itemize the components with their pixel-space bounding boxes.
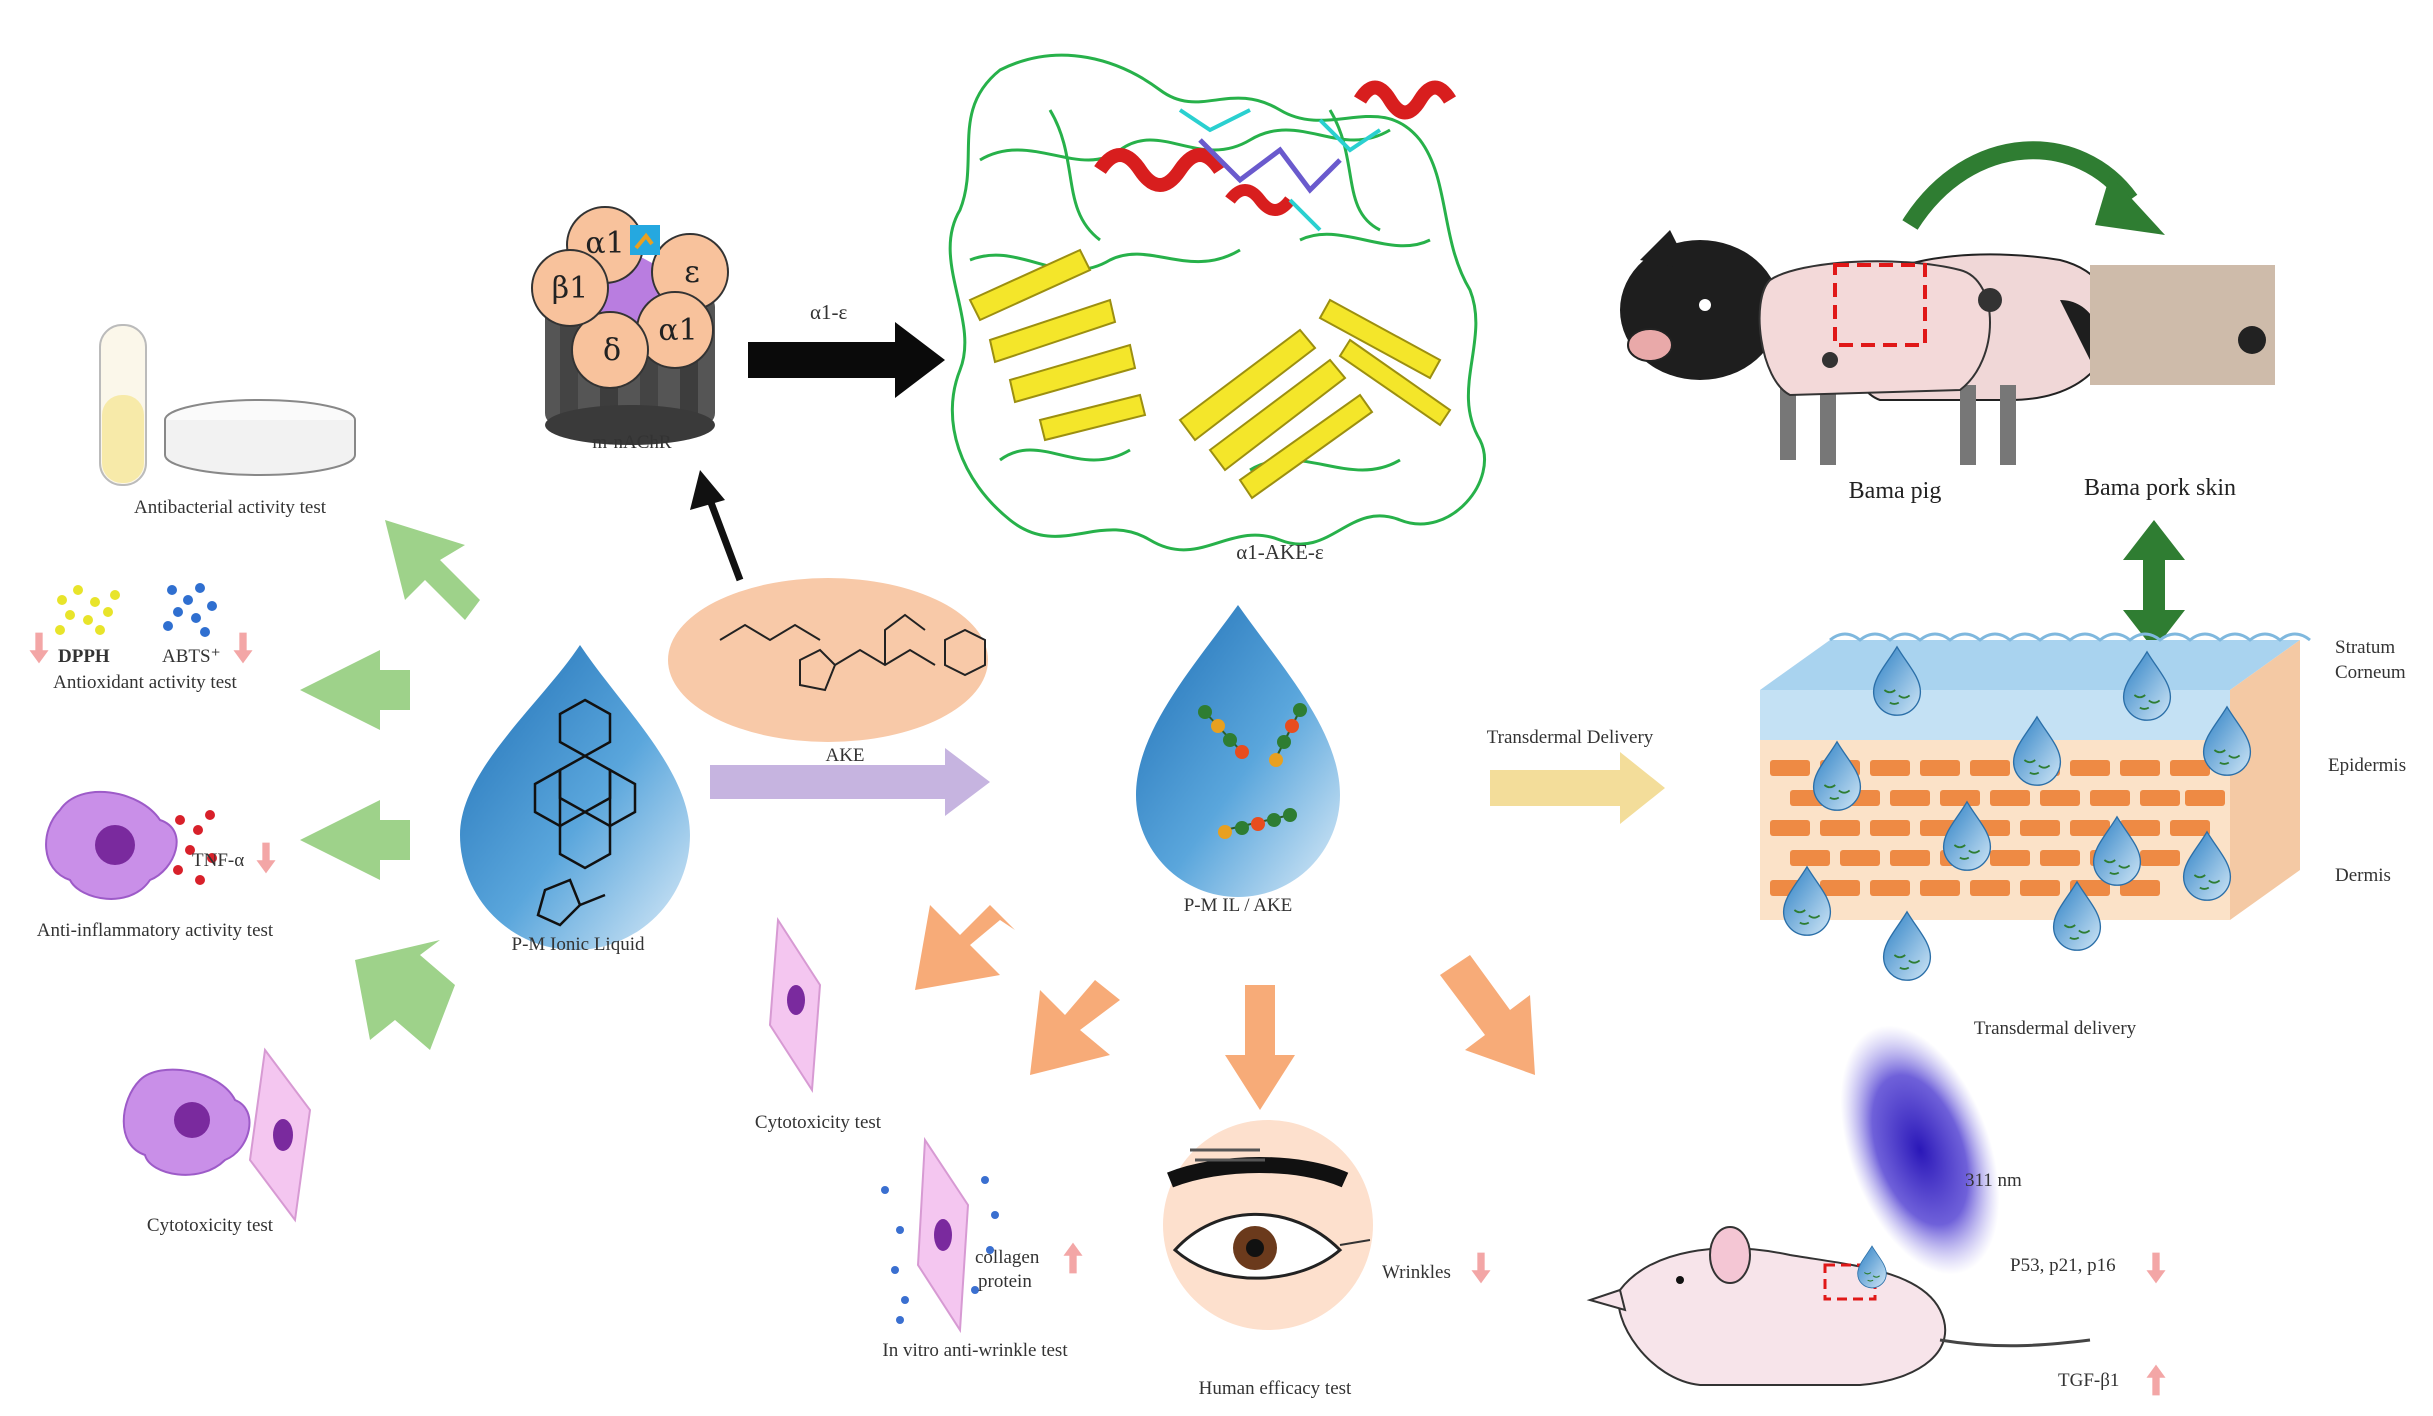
eye-icon <box>1163 1120 1491 1330</box>
bama-pig <box>1620 141 2165 465</box>
protein-label: protein <box>978 1271 1032 1292</box>
arrow-to-receptor <box>690 470 744 582</box>
cytotoxicity-center-label: Cytotoxicity test <box>754 1112 882 1133</box>
mouse-icon <box>1586 1226 2166 1396</box>
arrow-alpha1-epsilon <box>748 322 945 398</box>
ake-peptide <box>668 578 988 742</box>
corneum-label: Corneum <box>2335 662 2406 683</box>
purple-arrow <box>710 748 990 816</box>
transdermal-delivery-caption: Transdermal delivery <box>1973 1018 2137 1039</box>
antioxidant-label: Antioxidant activity test <box>53 672 237 693</box>
orange-arrows <box>915 905 1535 1110</box>
skin-model <box>1760 632 2311 982</box>
ionic-liquid-label: P-M Ionic Liquid <box>511 934 645 955</box>
anti-wrinkle-cell <box>881 1136 1083 1334</box>
antioxidant-dots <box>29 583 253 664</box>
dermis-label: Dermis <box>2335 865 2391 886</box>
subunit-alpha1-bottom: α1 <box>658 313 697 348</box>
marker-up-label: TGF-β1 <box>2058 1370 2120 1391</box>
alpha1-epsilon-label: α1-ε <box>810 300 848 324</box>
antibacterial-label: Antibacterial activity test <box>133 497 327 518</box>
subunit-delta: δ <box>603 333 621 368</box>
tnf-label: TNF-α <box>192 850 245 871</box>
loaded-drop-label: P-M IL / AKE <box>1183 895 1293 916</box>
cytotoxicity-left-label: Cytotoxicity test <box>146 1215 274 1236</box>
double-arrow-pig-skin <box>2123 520 2185 650</box>
pork-skin-photo <box>2090 265 2275 385</box>
protein-complex <box>948 53 1486 552</box>
dpph-label: DPPH <box>58 646 110 667</box>
collagen-label: collagen <box>975 1247 1040 1268</box>
abts-label: ABTS⁺ <box>162 646 221 667</box>
human-efficacy-label: Human efficacy test <box>1198 1378 1352 1399</box>
transdermal-arrow-label: Transdermal Delivery <box>1486 727 1654 748</box>
subunit-alpha1-top: α1 <box>585 226 624 261</box>
pig-label: Bama pig <box>1848 478 1942 504</box>
wrinkles-label: Wrinkles <box>1382 1262 1451 1283</box>
macrophage-icon <box>45 790 276 900</box>
anti-inflammatory-label: Anti-inflammatory activity test <box>36 920 274 941</box>
receptor-label: m-nAChR <box>592 432 672 453</box>
antibacterial-icon <box>99 324 356 486</box>
markers-down-label: P53, p21, p16 <box>2010 1255 2116 1276</box>
uv-beam <box>1840 1025 2000 1275</box>
anti-wrinkle-label: In vitro anti-wrinkle test <box>882 1340 1068 1361</box>
epidermis-label: Epidermis <box>2328 755 2407 776</box>
complex-label: α1-AKE-ε <box>1236 540 1324 564</box>
subunit-beta1: β1 <box>552 271 588 306</box>
uv-label: 311 nm <box>1965 1170 2022 1191</box>
cytotoxicity-cells-left <box>122 1047 312 1223</box>
ake-label: AKE <box>825 745 865 766</box>
cytotoxicity-cell-center <box>768 916 822 1094</box>
stratum-label: Stratum <box>2335 637 2396 658</box>
nachr-receptor: α1 ε α1 δ β1 <box>531 206 729 445</box>
loaded-drop <box>1136 605 1340 897</box>
transdermal-arrow <box>1490 752 1665 824</box>
subunit-epsilon: ε <box>684 255 700 290</box>
pork-skin-label: Bama pork skin <box>2084 475 2236 501</box>
green-arrows <box>300 520 480 1050</box>
ionic-liquid-drop <box>460 645 690 950</box>
